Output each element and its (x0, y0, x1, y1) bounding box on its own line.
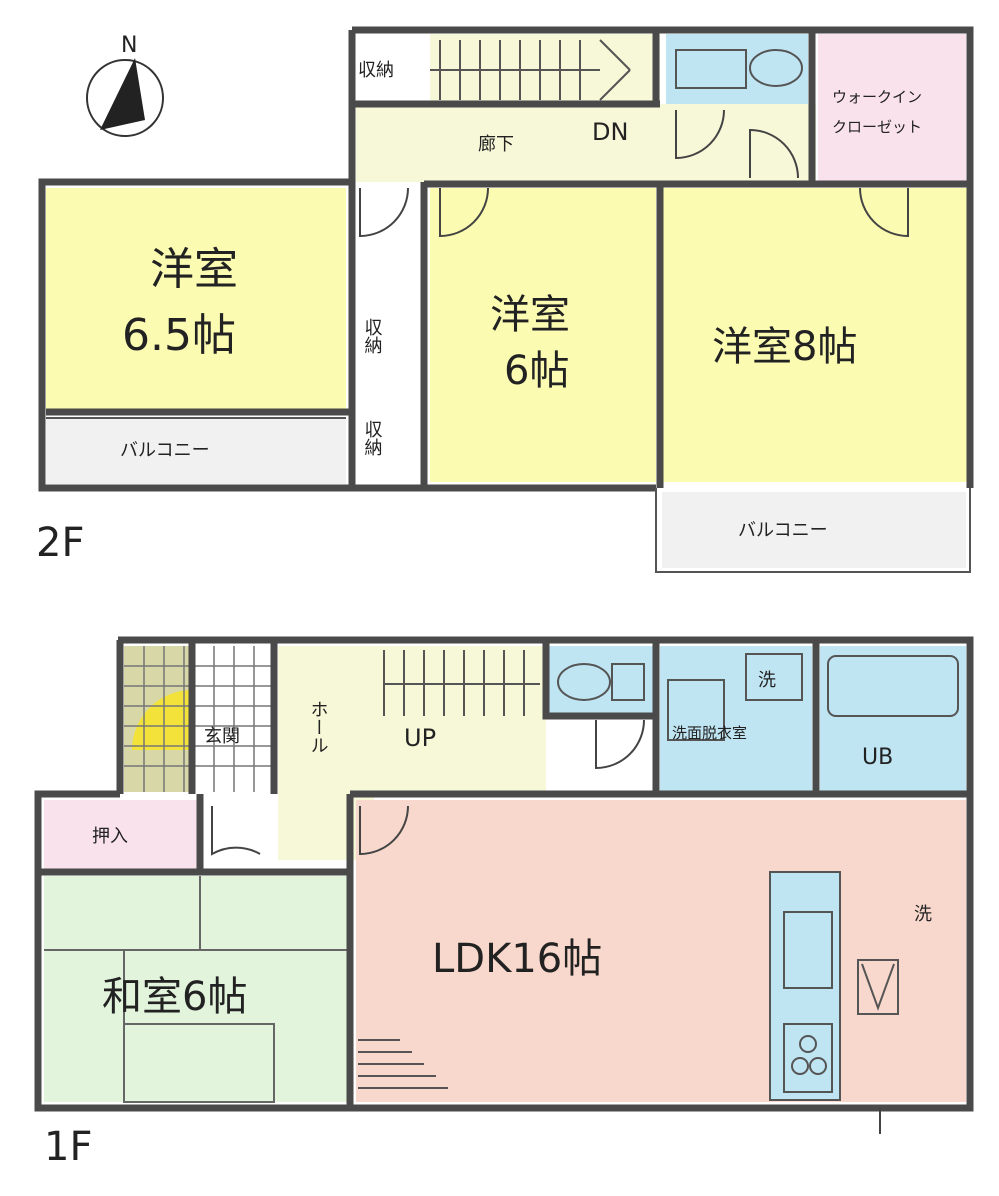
western-room-1-area (46, 188, 346, 410)
door-western-2 (439, 187, 489, 238)
western-room-3-area (662, 188, 968, 482)
stair-2f-treads (430, 39, 631, 101)
ldk-under-stair (358, 1039, 448, 1089)
storage-top-area (356, 34, 426, 104)
bathtub (827, 655, 959, 717)
toilet-2f-bowl (749, 49, 803, 87)
japanese-room-area (44, 876, 350, 1102)
balcony-left-area (46, 418, 346, 484)
balcony-left-label: バルコニー (120, 440, 210, 461)
closet-area (44, 800, 200, 872)
walls-1f (34, 636, 974, 1112)
stair-1f-area (374, 646, 546, 792)
stairs-up-label: UP (404, 724, 436, 752)
burner-1-icon (799, 1035, 817, 1053)
hall-label: ホール (308, 700, 329, 754)
washer-mark-bath: 洗 (758, 670, 776, 691)
western-3-name: 洋室8帖 (712, 324, 857, 370)
balcony-right-outline (655, 488, 971, 573)
door-closet (211, 806, 261, 856)
burner-3-icon (809, 1057, 827, 1075)
western-2-name: 洋室 (490, 292, 570, 338)
walk-in-closet-area (818, 34, 966, 182)
balcony-right-label: バルコニー (738, 520, 828, 541)
burner-2-icon (791, 1057, 809, 1075)
cooktop (783, 1023, 833, 1093)
kitchen-counter (769, 871, 841, 1101)
corridor-2f-area (356, 104, 816, 182)
closet-label: 押入 (92, 826, 128, 847)
storage-top-label: 収納 (358, 60, 394, 81)
kitchen-sink (783, 911, 833, 989)
walls-2f (38, 26, 974, 492)
washer-mark-ldk: 洗 (914, 904, 932, 925)
unit-bath-area (820, 646, 966, 792)
north-label: N (121, 33, 137, 58)
toilet-2f-area (666, 34, 808, 104)
western-room-2-area (430, 188, 656, 482)
western-1-size: 6.5帖 (122, 310, 236, 361)
sink-basin (667, 679, 725, 741)
toilet-1f-area (548, 646, 654, 716)
compass-ring (86, 59, 164, 137)
floor-2f-label: 2F (36, 520, 84, 566)
ldk-label: LDK16帖 (432, 936, 602, 982)
wic-label-line2: クローゼット (832, 118, 922, 136)
stair-1f-treads (383, 650, 540, 716)
compass: N (86, 33, 164, 137)
door-toilet-1f (595, 719, 645, 770)
storage-a-label: 収納 (362, 318, 383, 354)
unit-bath-label: UB (862, 745, 893, 770)
fridge-mark (861, 963, 895, 1011)
floor-1f: 玄関 ホール UP 洗面脱衣室 洗 UB 押入 和室6帖 LDK16帖 洗 1F (34, 636, 974, 1170)
japanese-room-label: 和室6帖 (102, 974, 247, 1020)
washing-machine-box (745, 653, 803, 701)
balcony-right-area (662, 492, 966, 568)
wic-label-line1: ウォークイン (832, 88, 922, 106)
storage-a-area (356, 262, 418, 380)
door-western-3 (859, 187, 909, 238)
entrance-step (132, 690, 192, 750)
fridge-box (857, 959, 899, 1015)
western-1-name: 洋室 (150, 244, 238, 295)
entrance-tile-grid (124, 646, 274, 792)
western-2-size: 6帖 (504, 348, 569, 394)
corridor-label: 廊下 (478, 134, 514, 155)
washroom-label: 洗面脱衣室 (672, 724, 747, 742)
toilet-2f-tank (675, 49, 747, 89)
door-wic (749, 128, 799, 179)
washroom-area (660, 646, 812, 792)
storage-b-area (356, 384, 418, 482)
entrance-label: 玄関 (204, 726, 240, 747)
floor-2f: 収納 廊下 DN ウォークイン クローゼット 洋室 6.5帖 洋室 6帖 洋室8… (36, 26, 974, 573)
entrance-floor-area (198, 646, 274, 792)
toilet-1f-bowl (557, 663, 611, 701)
north-arrow-icon (100, 58, 145, 130)
stairs-dn-label: DN (592, 118, 628, 146)
storage-b-label: 収納 (362, 420, 383, 456)
toilet-1f-tank (611, 663, 645, 701)
door-western-1 (359, 187, 409, 238)
door-ldk (359, 805, 409, 856)
tatami-lines (44, 876, 350, 1103)
ldk-area (356, 800, 966, 1102)
floor-1f-label: 1F (44, 1124, 92, 1170)
door-toilet-2f (675, 109, 725, 160)
